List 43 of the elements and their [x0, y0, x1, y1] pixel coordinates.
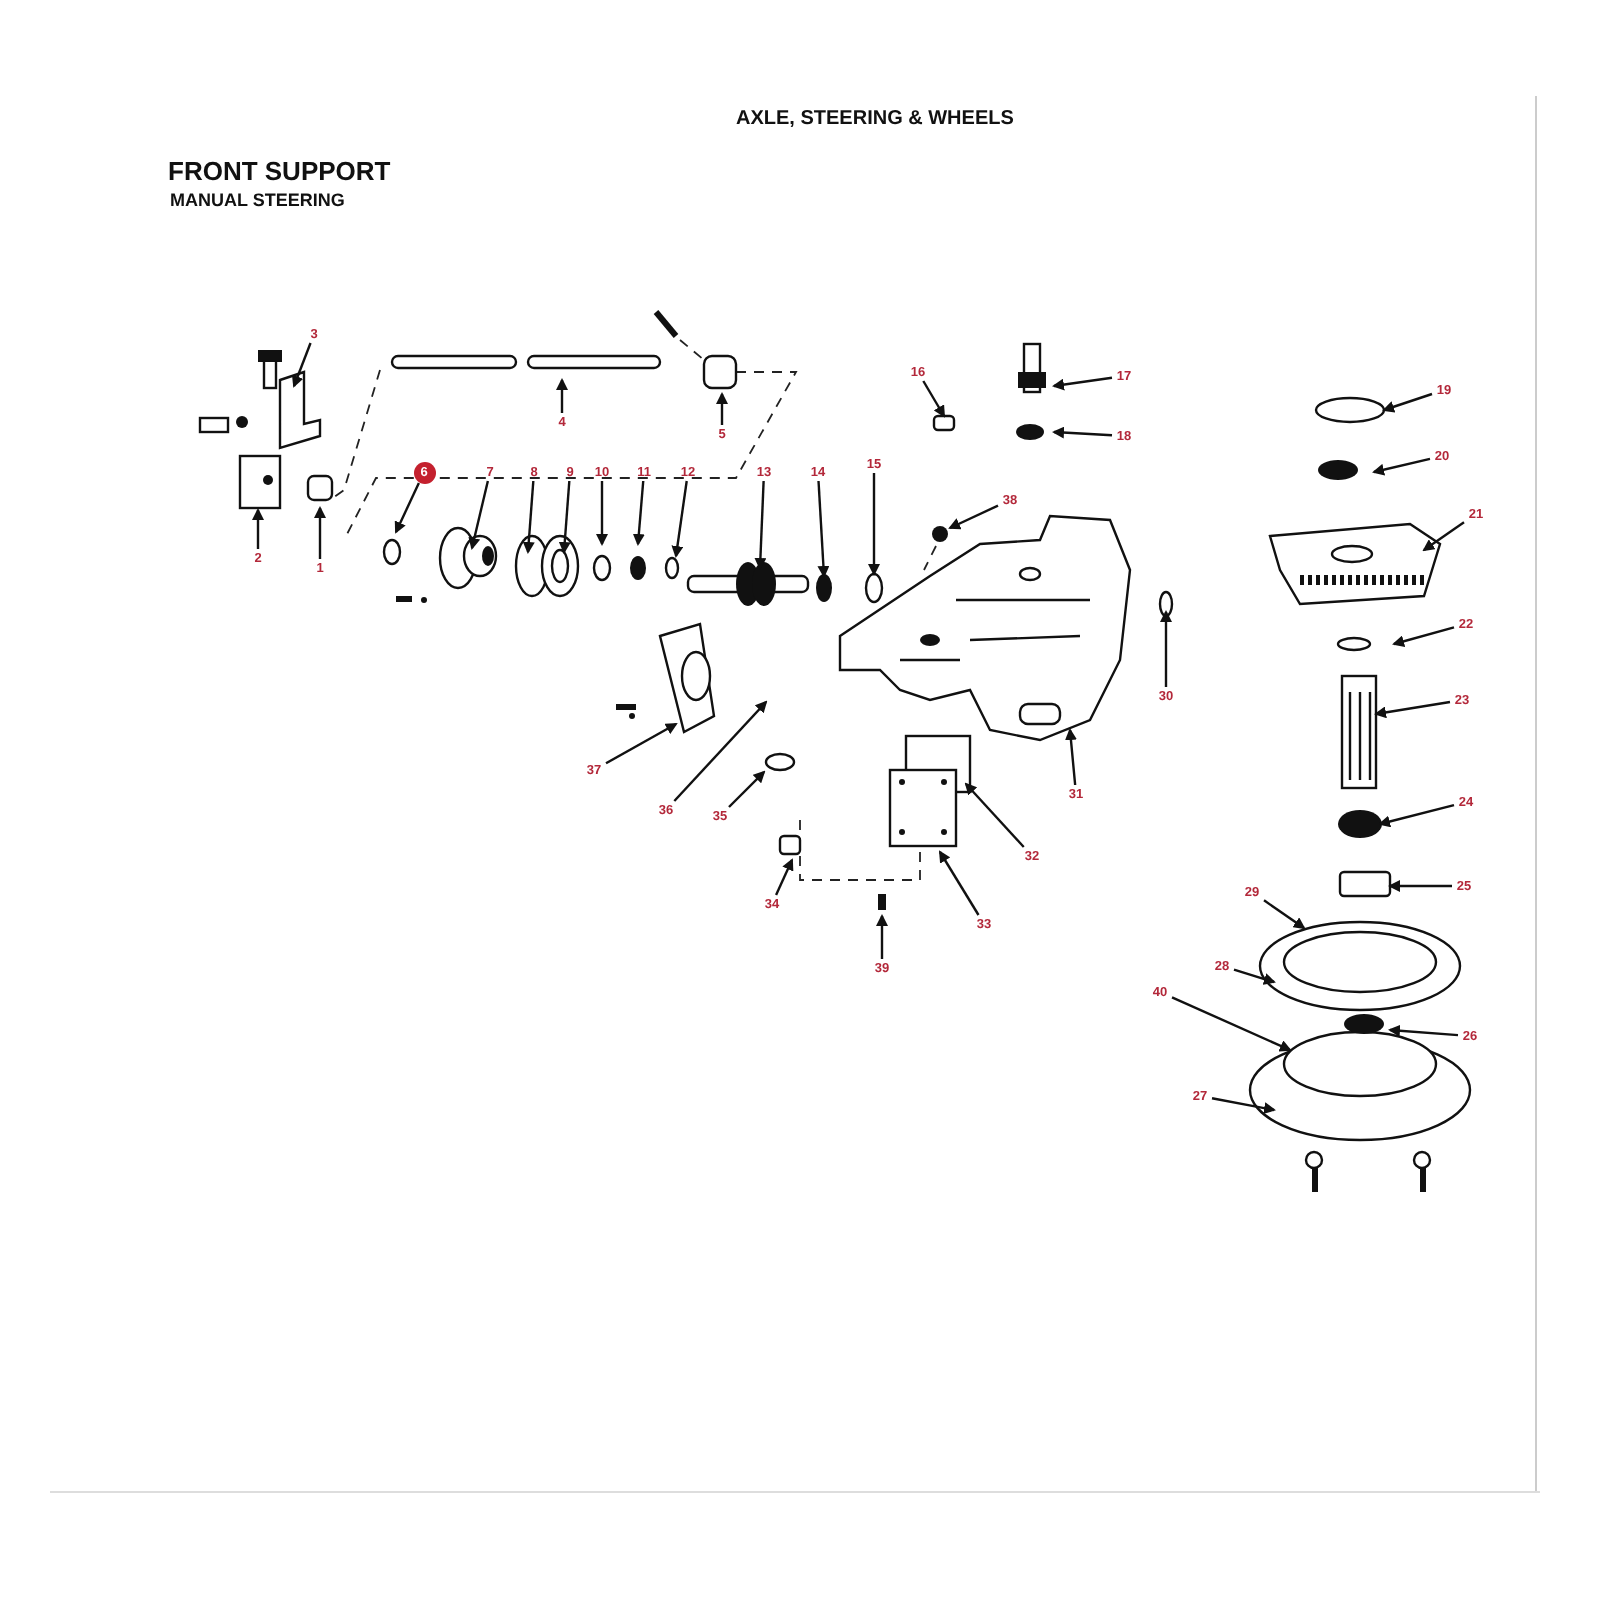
leader-line: [1052, 376, 1113, 391]
leader-line: [1171, 996, 1292, 1052]
leader-line: [1233, 968, 1276, 985]
leader-line: [671, 480, 688, 558]
leader-line: [596, 481, 608, 546]
leader-line: [252, 508, 264, 549]
leader-line: [1160, 610, 1172, 687]
leader-line: [605, 722, 678, 765]
leader-line: [1378, 803, 1455, 828]
leader-line: [1374, 700, 1451, 719]
leader-line: [468, 480, 490, 550]
leader-line: [394, 482, 420, 534]
section-header: AXLE, STEERING & WHEELS: [736, 108, 1014, 130]
leader-line: [754, 480, 767, 570]
leader-line: [938, 850, 980, 916]
leader-line: [1382, 392, 1433, 413]
leader-line: [876, 914, 888, 959]
leader-line: [775, 858, 794, 896]
subtitle: MANUAL STEERING: [170, 190, 345, 210]
leader-line: [716, 392, 728, 425]
leader-line: [868, 473, 880, 576]
leader-line: [556, 378, 568, 413]
leader-line: [964, 782, 1025, 848]
leader-line: [948, 504, 999, 530]
diagram-title: FRONT SUPPORT: [168, 156, 391, 186]
leader-line: [1052, 426, 1113, 439]
leader-line: [922, 380, 946, 418]
leader-line: [1211, 1097, 1276, 1115]
leader-line: [1392, 626, 1455, 648]
leader-line: [1263, 899, 1306, 930]
leader-line: [522, 480, 535, 554]
leader-line: [632, 480, 645, 546]
leader-line: [1388, 880, 1452, 892]
leader-line: [292, 342, 312, 388]
leader-line: [1422, 521, 1465, 552]
leader-line: [1064, 728, 1077, 786]
leader-line: [817, 480, 830, 578]
leader-line: [673, 700, 768, 802]
leader-line: [314, 506, 326, 559]
leader-line: [558, 480, 571, 554]
leader-line: [1372, 457, 1431, 476]
leader-line: [1388, 1024, 1459, 1037]
leader-line: [728, 770, 766, 808]
